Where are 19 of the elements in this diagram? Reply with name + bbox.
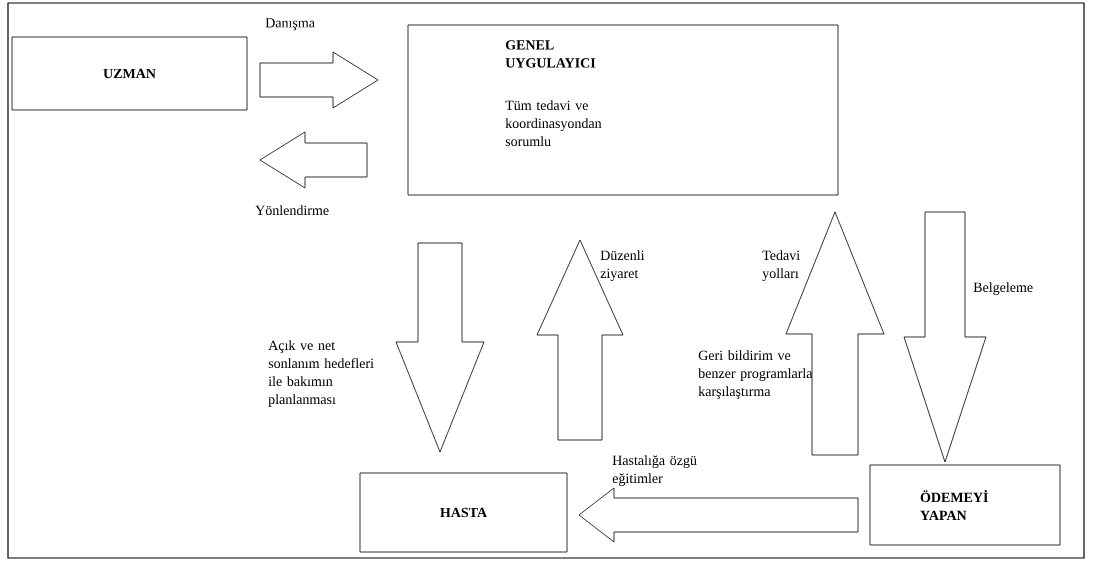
edge-label: Danışma (265, 18, 315, 31)
block-arrow (785, 211, 885, 456)
edge-label: Belgeleme (973, 282, 1033, 295)
process-box: UZMAN (11, 36, 248, 111)
process-box: HASTA (359, 472, 568, 553)
edge-label: Düzenli ziyaret (600, 250, 645, 281)
block-arrow (903, 211, 987, 463)
edge-label: Yönlendirme (255, 205, 329, 216)
note-label: Geri bildirim ve benzer programlarla karşılaştırma (698, 350, 813, 399)
block-arrow (578, 487, 859, 543)
process-box: ÖDEMEYİ YAPAN (869, 464, 1061, 546)
block-arrow (395, 242, 485, 453)
block-arrow (259, 131, 368, 189)
edge-label: Açık ve net sonlanım hedefleri ile bakımın planlanması (268, 340, 374, 407)
block-arrow (259, 51, 379, 109)
block-arrow (536, 239, 624, 441)
process-box: GENEL UYGULAYICI Tüm tedavi ve koordinasyondan sorumlu (407, 24, 839, 196)
edge-label: Hastalığa özgü eğitimler (612, 455, 697, 486)
edge-label: Tedavi yolları (762, 250, 800, 281)
